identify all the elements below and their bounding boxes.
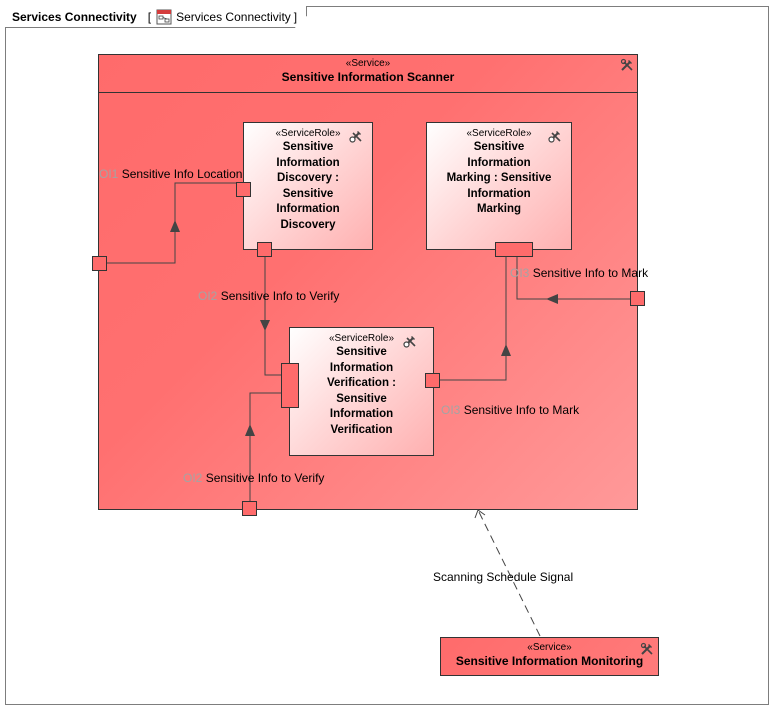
port-label-oi3-bottom: OI3 Sensitive Info to Mark	[441, 403, 579, 417]
role-name-line: Information	[276, 203, 340, 215]
port-name: Sensitive Info to Verify	[205, 471, 325, 485]
role-name: Sensitive Information Marking : Sensitiv…	[427, 140, 571, 218]
port-oi2-boundary[interactable]	[242, 501, 257, 516]
diagram-frame	[5, 6, 769, 705]
role-stereotype: «ServiceRole»	[275, 128, 341, 139]
service-sensitive-information-monitoring[interactable]: «Service» Sensitive Information Monitori…	[440, 637, 659, 676]
port-code: OI3	[510, 266, 530, 280]
port-name: Sensitive Info to Mark	[463, 403, 580, 417]
diagram-frame-tab[interactable]: Services Connectivity [ Services Connect…	[5, 6, 307, 28]
service-tools-icon	[620, 58, 633, 71]
role-stereotype: «ServiceRole»	[466, 128, 532, 139]
monitor-stereotype: «Service»	[527, 642, 572, 653]
port-name: Sensitive Info to Mark	[532, 266, 649, 280]
service-name: Sensitive Information Scanner	[281, 70, 455, 84]
service-role-tools-icon	[349, 131, 362, 143]
service-role-tools-icon	[548, 131, 561, 143]
port-label-oi3-top: OI3 Sensitive Info to Mark	[510, 266, 648, 280]
role-name-line: Information	[467, 156, 531, 169]
role-name-line: Verification :	[326, 377, 397, 389]
role-name-line: Information	[329, 408, 394, 420]
role-sensitive-information-discovery[interactable]: «ServiceRole» Sensitive Information Disc…	[243, 122, 373, 250]
frame-ref-close: ]	[293, 9, 298, 24]
port-label-oi2-bottom: OI2 Sensitive Info to Verify	[183, 471, 324, 485]
diagram-icon	[156, 9, 172, 24]
role-name-line: Sensitive	[282, 187, 334, 200]
port-oi2-discovery[interactable]	[257, 242, 272, 257]
signal-label: Scanning Schedule Signal	[433, 570, 574, 584]
frame-ref-open: [	[147, 9, 152, 24]
port-oi1-discovery[interactable]	[236, 182, 251, 197]
port-label-oi1: OI1 Sensitive Info Location	[99, 167, 242, 181]
role-name: Sensitive Information Discovery : Sensit…	[244, 140, 372, 233]
port-oi2-verification[interactable]	[281, 363, 299, 408]
role-name: Sensitive Information Verification : Sen…	[290, 345, 433, 438]
port-code: OI1	[99, 167, 119, 181]
service-header: «Service» Sensitive Information Scanner	[99, 55, 637, 93]
role-name-line: Sensitive	[473, 141, 525, 153]
role-name-line: Marking	[476, 203, 522, 215]
service-role-tools-icon	[403, 336, 416, 348]
role-name-line: Sensitive	[282, 141, 334, 153]
role-sensitive-information-verification[interactable]: «ServiceRole» Sensitive Information Veri…	[289, 327, 434, 456]
port-code: OI2	[183, 471, 203, 485]
role-name-line: Information	[276, 156, 340, 169]
role-name-line: Sensitive	[336, 392, 387, 405]
diagram-title: Services Connectivity	[12, 9, 137, 24]
port-code: OI2	[198, 289, 218, 303]
role-name-line: Discovery	[280, 218, 336, 231]
frame-ref-name: Services Connectivity	[176, 9, 291, 24]
role-name-line: Verification	[330, 423, 393, 436]
role-name-line: Information	[467, 187, 531, 200]
monitor-name: Sensitive Information Monitoring	[455, 654, 644, 668]
role-name-line: Marking : Sensitive	[446, 172, 552, 184]
port-oi3-verification[interactable]	[425, 373, 440, 388]
port-oi1-boundary[interactable]	[92, 256, 107, 271]
service-tools-icon	[640, 642, 653, 655]
port-oi3-boundary[interactable]	[630, 291, 645, 306]
service-stereotype: «Service»	[345, 58, 391, 69]
port-code: OI3	[441, 403, 461, 417]
role-name-line: Information	[329, 361, 394, 374]
role-stereotype: «ServiceRole»	[328, 333, 395, 344]
port-name: Sensitive Info Location	[121, 167, 243, 181]
port-oi3-marking[interactable]	[495, 242, 533, 257]
role-name-line: Discovery :	[276, 172, 339, 184]
port-label-oi2-top: OI2 Sensitive Info to Verify	[198, 289, 339, 303]
port-name: Sensitive Info to Verify	[220, 289, 340, 303]
role-name-line: Sensitive	[336, 346, 387, 358]
